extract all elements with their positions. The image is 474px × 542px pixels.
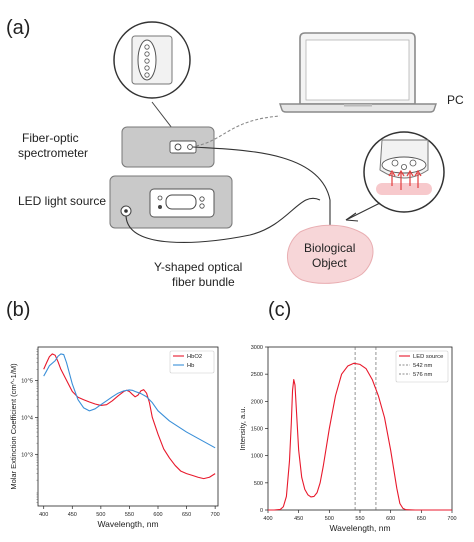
x-tick-label: 600 bbox=[386, 516, 395, 522]
legend-label: 576 nm bbox=[413, 372, 433, 378]
legend-label: 542 nm bbox=[413, 363, 433, 369]
x-axis-label: Wavelength, nm bbox=[97, 519, 158, 529]
x-tick-label: 400 bbox=[263, 516, 272, 522]
y-axis-label: Intensity, a.u. bbox=[238, 406, 247, 450]
fiber-to-spectrometer bbox=[192, 146, 331, 230]
cables bbox=[125, 115, 331, 243]
y-tick-label: 0 bbox=[260, 508, 263, 514]
legend-label: Hb bbox=[187, 363, 194, 369]
x-tick-label: 500 bbox=[325, 516, 334, 522]
panel-b: (b) 400 450 500 550 600 650 700 10^3 10^4 10^5Wav… bbox=[6, 299, 220, 529]
y-tick-label: 2500 bbox=[251, 372, 263, 378]
x-tick-label: 650 bbox=[417, 516, 426, 522]
chart-c: 400 450 500 550 600 650 700 0 500 1000 1500 2000 250… bbox=[238, 345, 457, 533]
x-tick-label: 400 bbox=[39, 512, 48, 518]
fiber-label-line2: fiber bundle bbox=[172, 275, 235, 289]
panel-a: (a) PC Fiber-optic sp bbox=[6, 17, 464, 289]
pc-label: PC bbox=[447, 93, 464, 107]
x-tick-label: 700 bbox=[211, 512, 220, 518]
led-light-source-box bbox=[109, 175, 233, 229]
y-tick-label: 3000 bbox=[251, 345, 263, 351]
panel-c: (c) 400 450 500 550 600 650 700 0 500 1000 1500 200… bbox=[238, 299, 457, 533]
series-line-Hb bbox=[43, 353, 216, 449]
legend-label: HbO2 bbox=[187, 354, 202, 360]
y-tick-label: 1500 bbox=[251, 427, 263, 433]
x-tick-label: 550 bbox=[355, 516, 364, 522]
probe-pointer-arrow bbox=[345, 202, 381, 221]
series-line-LED source bbox=[268, 362, 452, 511]
x-tick-label: 700 bbox=[447, 516, 456, 522]
y-tick-label: 2000 bbox=[251, 399, 263, 405]
spectrometer-box bbox=[121, 126, 215, 168]
fiber-tip-magnifier-icon bbox=[113, 21, 191, 142]
legend-box bbox=[395, 350, 449, 383]
x-tick-label: 500 bbox=[96, 512, 105, 518]
panel-b-label: (b) bbox=[6, 299, 30, 321]
x-tick-label: 450 bbox=[68, 512, 77, 518]
series-line-HbO2 bbox=[43, 353, 216, 480]
legend-label: LED source bbox=[413, 354, 443, 360]
probe-magnifier-icon bbox=[363, 131, 445, 213]
x-tick-label: 650 bbox=[182, 512, 191, 518]
led-label: LED light source bbox=[18, 194, 106, 208]
usb-cable bbox=[195, 115, 281, 147]
x-axis-label: Wavelength, nm bbox=[329, 523, 390, 533]
object-label-line1: Biological bbox=[304, 241, 355, 255]
biological-object bbox=[287, 224, 374, 284]
y-tick-label: 500 bbox=[254, 481, 263, 487]
y-tick-label: 10^3 bbox=[21, 452, 33, 458]
y-tick-label: 10^4 bbox=[21, 415, 33, 421]
panel-a-label: (a) bbox=[6, 17, 30, 39]
chart-b: 400 450 500 550 600 650 700 10^3 10^4 10^5Wavelen… bbox=[9, 346, 220, 529]
y-tick-label: 10^5 bbox=[21, 378, 33, 384]
fiber-label-line1: Y-shaped optical bbox=[154, 260, 242, 274]
x-tick-label: 600 bbox=[153, 512, 162, 518]
spectrometer-label-line1: Fiber-optic bbox=[22, 131, 79, 145]
laptop-icon bbox=[279, 32, 437, 113]
fiber-to-led bbox=[125, 197, 321, 243]
y-axis-label: Molar Extinction Coefficient (cm^-1/M) bbox=[9, 363, 18, 490]
panel-c-label: (c) bbox=[268, 299, 291, 321]
light-arrows bbox=[388, 169, 422, 190]
y-tick-label: 1000 bbox=[251, 454, 263, 460]
plot-frame bbox=[37, 346, 219, 507]
spectrometer-label-line2: spectrometer bbox=[18, 146, 88, 160]
x-tick-label: 550 bbox=[125, 512, 134, 518]
x-tick-label: 450 bbox=[294, 516, 303, 522]
object-label-line2: Object bbox=[312, 256, 347, 270]
